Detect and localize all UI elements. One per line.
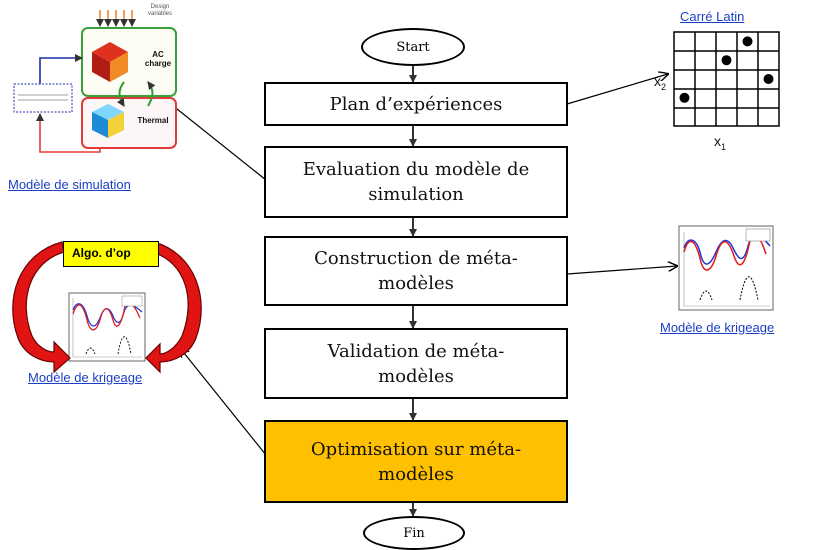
latin-square-x-label: x1 <box>714 133 727 152</box>
step-construction-metamodels[interactable]: Construction de méta-modèles <box>264 236 568 306</box>
thermal-label: Thermal <box>137 116 169 125</box>
thermal-cube-icon <box>92 104 124 138</box>
latin-square-grid <box>673 31 780 127</box>
kriging-right-legend <box>745 228 771 242</box>
latin-square-point-2 <box>721 55 732 66</box>
step-evaluation-simulation[interactable]: Evaluation du modèle de simulation <box>264 146 568 218</box>
end-terminal[interactable]: Fin <box>363 516 465 550</box>
pointer-arrows <box>162 74 677 456</box>
kriging-right-variance <box>699 276 759 301</box>
step-optimisation-metamodels[interactable]: Optimisation sur méta-modèles <box>264 420 568 503</box>
ac-cube-icon <box>92 42 128 82</box>
design-variable-arrows <box>96 10 136 27</box>
latin-square-border <box>673 31 780 127</box>
start-terminal[interactable]: Start <box>361 28 465 66</box>
cycle-arrow-left <box>12 241 71 374</box>
arrow-to-kriging-left <box>180 348 267 456</box>
kriging-left-legend <box>121 295 143 307</box>
latin-square-point-4 <box>679 92 690 103</box>
temperature-model-box <box>13 83 73 113</box>
step-validation-metamodels[interactable]: Validation de méta-modèles <box>264 328 568 399</box>
arrow-to-simulation-model <box>162 97 267 181</box>
kriging-plot-right <box>678 225 774 311</box>
kriging-left-variance <box>85 336 132 355</box>
feedback-arrow-blue <box>39 54 83 84</box>
cycle-arrow-right <box>145 241 202 374</box>
kriging-right-link[interactable]: Modèle de krigeage <box>660 320 775 335</box>
step-plan-experiences[interactable]: Plan d’expériences <box>264 82 568 126</box>
kriging-left-link[interactable]: Modèle de krigeage <box>28 370 143 385</box>
simulation-model-link[interactable]: Modèle de simulation <box>8 177 131 192</box>
simulation-model-illustration <box>13 10 177 153</box>
arrow-to-kriging-right <box>566 266 677 275</box>
flow-arrow-pfe <box>147 81 156 107</box>
feedback-arrow-red <box>36 113 101 153</box>
algo-optimisation-box: Algo. d’op <box>63 241 159 267</box>
design-variables-label: Design variables <box>147 4 172 17</box>
flow-arrow-pcu <box>116 81 125 107</box>
latin-square-title[interactable]: Carré Latin <box>680 9 745 24</box>
kriging-plot-left <box>68 292 146 362</box>
arrow-to-latin-square <box>566 74 668 105</box>
latin-square-y-label: x2 <box>654 73 667 92</box>
latin-square-points <box>679 36 774 103</box>
latin-square-point-3 <box>763 74 774 84</box>
optimization-cycle-arrows <box>12 241 202 374</box>
latin-square-point-1 <box>742 36 753 47</box>
